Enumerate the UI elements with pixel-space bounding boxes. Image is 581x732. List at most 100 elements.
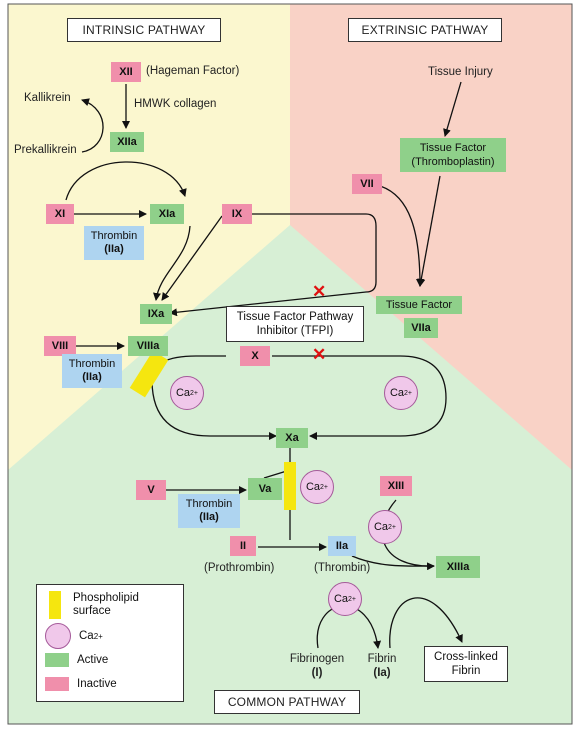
line-iia-to-xiiia <box>351 555 435 567</box>
arrow-loop-right-to-xa <box>272 355 447 440</box>
arrow-ix-to-ixa <box>161 215 223 301</box>
thrombin-box-1-name: Thrombin <box>90 230 138 242</box>
legend-calcium-label: Ca <box>79 630 94 642</box>
factor-ix: IX <box>222 204 252 224</box>
arrow-xia-to-ixa <box>153 225 191 301</box>
kallikrein-label: Kallikrein <box>24 92 71 104</box>
factor-ixa: IXa <box>140 304 172 324</box>
factor-xi: XI <box>46 204 74 224</box>
factor-xiiia: XIIIa <box>436 556 480 578</box>
factor-xiia: XIIa <box>110 132 144 152</box>
factor-xiii: XIII <box>380 476 412 496</box>
prekallikrein-label: Prekallikrein <box>14 144 77 156</box>
calcium-va-label: Ca <box>305 481 321 493</box>
arrow-xiia-to-xia <box>65 161 187 201</box>
common-pathway-header: COMMON PATHWAY <box>214 690 360 714</box>
arrow-vii-to-viia <box>379 185 424 287</box>
legend-phospholipid-line-2: surface <box>73 605 111 617</box>
fibrin-label: Fibrin (Ia) <box>362 652 402 680</box>
calcium-va-sup: 2+ <box>320 483 329 491</box>
fibrinogen-label: Fibrinogen (I) <box>282 652 352 680</box>
legend-row-active: Active <box>45 653 108 667</box>
phospholipid-surface-left <box>129 350 169 398</box>
calcium-fibrin-label: Ca <box>333 593 349 605</box>
legend-phospholipid-line-1: Phospholipid <box>73 592 139 604</box>
fibrin-code: (Ia) <box>373 667 391 679</box>
thrombin-box-1: Thrombin (IIa) <box>84 226 144 260</box>
crosslinked-line-1: Cross-linked <box>434 651 498 663</box>
factor-viiia: VIIIa <box>128 336 168 356</box>
crosslinked-fibrin-box: Cross-linked Fibrin <box>424 646 508 682</box>
tfpi-line-2: Inhibitor (TFPI) <box>256 325 334 337</box>
tissue-factor-top-label: Tissue Factor <box>419 142 487 154</box>
crosslinked-line-2: Fibrin <box>451 665 481 677</box>
fibrinogen-code: (I) <box>311 667 323 679</box>
tissue-factor-thromboplastin: Tissue Factor (Thromboplastin) <box>400 138 506 172</box>
arrow-fibrin-to-crosslinked <box>389 597 463 649</box>
thrombin-box-3-name: Thrombin <box>185 498 233 510</box>
arrow-injury-to-tissue-factor <box>443 81 462 137</box>
calcium-left-sup: 2+ <box>190 389 199 397</box>
factor-x: X <box>240 346 270 366</box>
thrombin-box-1-code: (IIa) <box>104 243 124 255</box>
legend-phospholipid-text: Phospholipid surface <box>73 592 139 618</box>
arrow-thromboplastin-to-tfviia <box>417 175 441 287</box>
thrombin-box-3-code: (IIa) <box>199 511 219 523</box>
factor-xii: XII <box>111 62 141 82</box>
tissue-factor-bottom: Tissue Factor <box>376 296 462 314</box>
calcium-right-label: Ca <box>389 387 405 399</box>
legend-inactive-label: Inactive <box>77 678 117 690</box>
arrow-ix-loop-to-ixa <box>169 213 377 317</box>
legend-inactive-swatch <box>45 677 69 691</box>
tfpi-line-1: Tissue Factor Pathway <box>236 311 354 323</box>
legend-calcium-swatch <box>45 623 71 649</box>
phospholipid-surface-va <box>284 462 296 510</box>
calcium-left-label: Ca <box>175 387 191 399</box>
factor-viia: VIIa <box>404 318 438 338</box>
legend-phospholipid-swatch <box>49 591 61 619</box>
thrombin-box-2-code: (IIa) <box>82 371 102 383</box>
thrombin-label: (Thrombin) <box>314 562 371 574</box>
legend-active-swatch <box>45 653 69 667</box>
thrombin-box-3: Thrombin (IIa) <box>178 494 240 528</box>
thromboplastin-label: (Thromboplastin) <box>411 156 495 168</box>
legend-active-label: Active <box>77 654 109 666</box>
prothrombin-label: (Prothrombin) <box>204 562 275 574</box>
fibrinogen-name: Fibrinogen <box>289 653 345 665</box>
hmwk-collagen-label: HMWK collagen <box>134 98 217 110</box>
arrow-prekallikrein-to-kallikrein <box>81 98 104 153</box>
factor-vii: VII <box>352 174 382 194</box>
factor-ii: II <box>230 536 256 556</box>
factor-va: Va <box>248 478 282 500</box>
thrombin-box-2-name: Thrombin <box>68 358 116 370</box>
legend-row-inactive: Inactive <box>45 677 117 691</box>
hageman-factor-label: (Hageman Factor) <box>146 65 240 77</box>
calcium-xiii-label: Ca <box>373 521 389 533</box>
thrombin-box-2: Thrombin (IIa) <box>62 354 122 388</box>
inhibit-x-mark-upper: ✕ <box>312 282 327 301</box>
factor-iia: IIa <box>328 536 356 556</box>
inhibit-x-mark-lower: ✕ <box>312 345 327 364</box>
legend-row-phospholipid: Phospholipid surface <box>45 591 139 619</box>
calcium-fibrin-sup: 2+ <box>348 595 357 603</box>
tfpi-box: Tissue Factor Pathway Inhibitor (TFPI) <box>226 306 364 342</box>
factor-xa: Xa <box>276 428 308 448</box>
calcium-xiii-sup: 2+ <box>388 523 397 531</box>
calcium-right-sup: 2+ <box>404 389 413 397</box>
factor-xia: XIa <box>150 204 184 224</box>
tissue-injury-label: Tissue Injury <box>428 66 493 78</box>
legend-calcium-sup: 2+ <box>93 631 103 641</box>
intrinsic-pathway-header: INTRINSIC PATHWAY <box>67 18 221 42</box>
fibrin-name: Fibrin <box>367 653 397 665</box>
factor-viii: VIII <box>44 336 76 356</box>
factor-v: V <box>136 480 166 500</box>
extrinsic-pathway-header: EXTRINSIC PATHWAY <box>348 18 502 42</box>
